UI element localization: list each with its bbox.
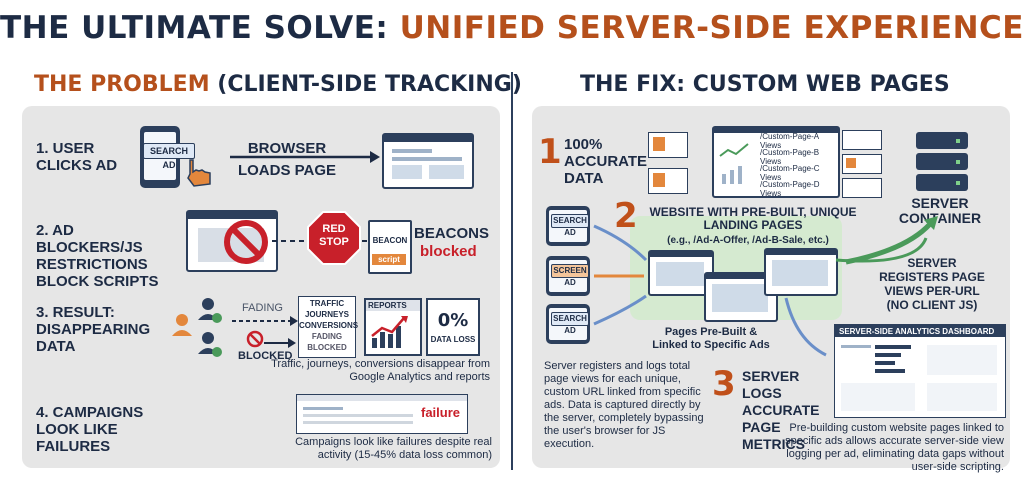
fading-arrow-icon (232, 316, 298, 326)
fix-heading: THE FIX: CUSTOM WEB PAGES (580, 72, 950, 97)
page-view-c: /Custom-Page-C Views (760, 164, 820, 182)
stop-line-1: RED (322, 223, 346, 235)
page-view-d: /Custom-Page-D Views (760, 180, 820, 198)
problem-heading-a: THE PROBLEM (34, 72, 210, 97)
beacons-label: BEACONS (414, 225, 490, 242)
page-title: THE ULTIMATE SOLVE: UNIFIED SERVER-SIDE … (0, 10, 1024, 46)
browser-loads-label: BROWSER LOADS PAGE (237, 140, 337, 179)
website-title: WEBSITE WITH PRE-BUILT, UNIQUE LANDING P… (649, 205, 857, 232)
step-2-label: 2. AD BLOCKERS/JS RESTRICTIONS BLOCK SCR… (36, 222, 159, 290)
problem-heading-b: (CLIENT-SIDE TRACKING) (217, 72, 522, 97)
server-container-label: SERVER CONTAINER (898, 195, 982, 226)
blocked-arrow-label: BLOCKED (238, 350, 293, 362)
stop-sign-text: RED STOP (306, 223, 362, 249)
search-ad-3[interactable]: SEARCH AD (551, 312, 589, 335)
website-subtitle: (e.g., /Ad-A-Offer, /Ad-B-Sale, etc.) (667, 235, 829, 246)
page-view-b: /Custom-Page-B Views (760, 148, 820, 166)
stop-sign-icon (307, 211, 361, 265)
blocked-arrow-icon (264, 338, 296, 348)
step-3-caption: Traffic, journeys, conversions disappear… (271, 358, 490, 383)
flow-arrows (593, 216, 938, 357)
browser-window-icon (382, 133, 474, 189)
fix-heading-a: THE FIX: (580, 72, 686, 97)
server-registers-label: SERVER REGISTERS PAGE VIEWS PER-URL (NO … (879, 256, 985, 312)
faded-metrics-box: TRAFFIC JOURNEYS CONVERSIONS FADING BLOC… (298, 296, 359, 358)
panel-divider (511, 72, 513, 470)
page-views-panel: /Custom-Page-A Views /Custom-Page-B View… (648, 126, 840, 198)
screen-ad[interactable]: SCREEN AD (551, 264, 589, 287)
blocked-label: blocked (420, 243, 477, 260)
stop-line-2: STOP (319, 236, 349, 248)
block-icon (246, 330, 264, 348)
users-icon (172, 298, 222, 357)
search-ad-1[interactable]: SEARCH AD (551, 214, 589, 237)
reports-label: REPORTS (368, 301, 407, 310)
fix-step-2-number: 2 (614, 196, 638, 236)
step-4-caption: Campaigns look like failures despite rea… (295, 436, 492, 461)
left-paragraph: Server registers and logs total page vie… (544, 360, 704, 450)
no-entry-icon (224, 220, 268, 264)
beacon-tag: BEACON (372, 236, 408, 245)
dashboard-title: SERVER-SIDE ANALYTICS DASHBOARD (839, 327, 995, 336)
landing-page-3 (764, 248, 838, 296)
server-icon (916, 132, 968, 192)
faded-line-conversions: CONVERSIONS (299, 321, 359, 330)
title-part-1: THE ULTIMATE SOLVE: (0, 10, 389, 46)
data-loss-card: 0% DATA LOSS (426, 298, 480, 356)
beacon-document-icon: BEACON script (368, 220, 412, 274)
step-4-label: 4. CAMPAIGNS LOOK LIKE FAILURES (36, 404, 144, 455)
fix-step-1-number: 1 (538, 132, 562, 172)
arrow-icon (230, 151, 380, 163)
faded-line-traffic: TRAFFIC (309, 299, 345, 308)
reports-card: REPORTS (364, 298, 422, 356)
title-part-2: UNIFIED SERVER-SIDE EXPERIENCE (399, 10, 1024, 46)
faded-line-journeys: JOURNEYS (304, 310, 349, 319)
pointer-hand-icon (187, 159, 211, 187)
prebuilt-label: Pages Pre-Built & Linked to Specific Ads (652, 326, 770, 351)
user-cards-column (842, 130, 882, 198)
script-tag: script (372, 254, 406, 265)
fix-heading-b: CUSTOM WEB PAGES (692, 72, 950, 97)
search-ad-button[interactable]: SEARCH AD (143, 143, 195, 170)
chart-icon (371, 316, 408, 348)
page-view-a: /Custom-Page-A Views (760, 132, 819, 150)
step-3-label: 3. RESULT: DISAPPEARING DATA (36, 304, 151, 355)
server-logs-label: SERVER LOGS ACCURATE PAGE METRICS (742, 368, 820, 452)
analytics-dashboard: SERVER-SIDE ANALYTICS DASHBOARD (834, 324, 1006, 418)
blocked-browser-icon (186, 210, 278, 272)
right-paragraph: Pre-building custom website pages linked… (785, 422, 1004, 473)
failure-label: failure (421, 405, 461, 420)
fading-label: FADING (242, 302, 283, 314)
faded-line-blocked: BLOCKED (307, 343, 347, 352)
data-loss-percent: 0% (437, 310, 469, 331)
accurate-data-label: 100% ACCURATE DATA (564, 136, 648, 187)
faded-line-fading: FADING (311, 332, 343, 341)
fix-step-3-number: 3 (712, 364, 736, 404)
data-loss-label: DATA LOSS (430, 335, 476, 344)
step-1-label: 1. USER CLICKS AD (36, 140, 118, 174)
campaign-screenshot: failure (296, 394, 468, 434)
problem-heading: THE PROBLEM (CLIENT-SIDE TRACKING) (34, 72, 522, 97)
